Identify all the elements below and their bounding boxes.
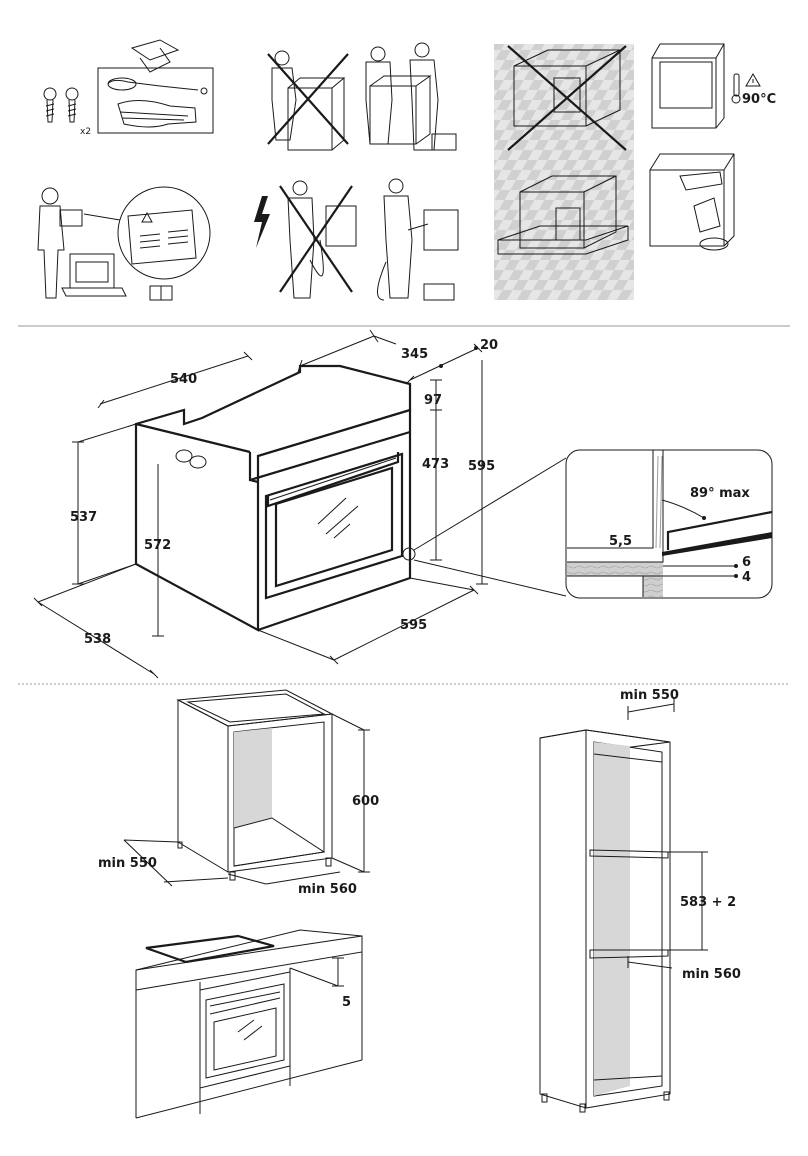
screw-icon (43, 87, 79, 123)
two-person-lift-icon (365, 42, 457, 151)
detail-a: 6 (742, 555, 751, 570)
column-width: min 560 (682, 967, 741, 982)
cabinet-width: min 560 (298, 882, 357, 897)
handling-panel (267, 42, 457, 151)
dim-panel: 20 (480, 338, 498, 353)
dim-front-height: 595 (468, 459, 495, 474)
tiled-floor (494, 44, 634, 300)
person-reading-icon (37, 187, 83, 299)
temperature-label: 90°C (742, 92, 776, 107)
screws-and-tools-panel: x2 (43, 39, 214, 137)
cabinet-depth: min 550 (98, 856, 157, 871)
tools-frame (97, 67, 214, 134)
oven-on-support-icon (497, 175, 629, 255)
prohibited-cross-icon (267, 53, 349, 145)
detail-marker (402, 547, 416, 561)
column-cabinet (539, 698, 708, 1113)
gloves-icon (117, 100, 197, 128)
dim-cavity-height: 473 (422, 457, 449, 472)
manual-zoom-circle (117, 186, 211, 280)
detail-angle: 89° max (690, 486, 750, 501)
cabinet-heat-panel: 90°C (649, 43, 776, 251)
dim-side-height: 537 (70, 510, 97, 525)
book-icon (149, 285, 173, 301)
unqualified-person-icon (287, 180, 357, 299)
dim-top-gap: 97 (424, 393, 442, 408)
read-manual-panel (37, 186, 211, 301)
dim-width-top: 540 (170, 372, 197, 387)
undercounter-cabinet (123, 689, 370, 887)
dim-cut-height: 572 (144, 538, 171, 553)
prohibited-cross-icon (279, 185, 353, 293)
warning-icon (745, 73, 761, 87)
worktop-installation (135, 929, 363, 1119)
oven-door-window (264, 452, 404, 600)
lightning-icon (254, 196, 270, 248)
prohibited-cross-icon (507, 45, 627, 151)
cabinet-cleaning-icon (649, 153, 735, 251)
worktop-gap: 5 (342, 995, 351, 1010)
manual-warning-icon (127, 209, 197, 265)
screwdriver-icon (107, 77, 208, 95)
floor-placement-panel (494, 44, 634, 300)
oven-dimension-lines (33, 329, 488, 679)
packaging-icon (130, 39, 180, 73)
dim-depth-top: 345 (401, 347, 428, 362)
dim-depth-bottom: 538 (84, 632, 111, 647)
screw-count: x2 (80, 127, 91, 137)
thermometer-icon (731, 73, 741, 104)
oven-on-pallet-icon (61, 253, 127, 297)
oven-handle (266, 452, 400, 508)
oven-drawing (134, 364, 416, 632)
detail-b: 4 (742, 570, 751, 585)
cabinet-icon (651, 43, 725, 129)
detail-gap: 5,5 (609, 534, 632, 549)
side-holes (175, 449, 207, 469)
dim-width-bottom: 595 (400, 618, 427, 633)
column-depth: min 550 (620, 688, 679, 703)
column-opening: 583 + 2 (680, 895, 736, 910)
electrical-panel (254, 178, 459, 301)
cabinet-height: 600 (352, 794, 379, 809)
hinge-detail (413, 449, 773, 599)
electrician-icon (377, 178, 459, 301)
